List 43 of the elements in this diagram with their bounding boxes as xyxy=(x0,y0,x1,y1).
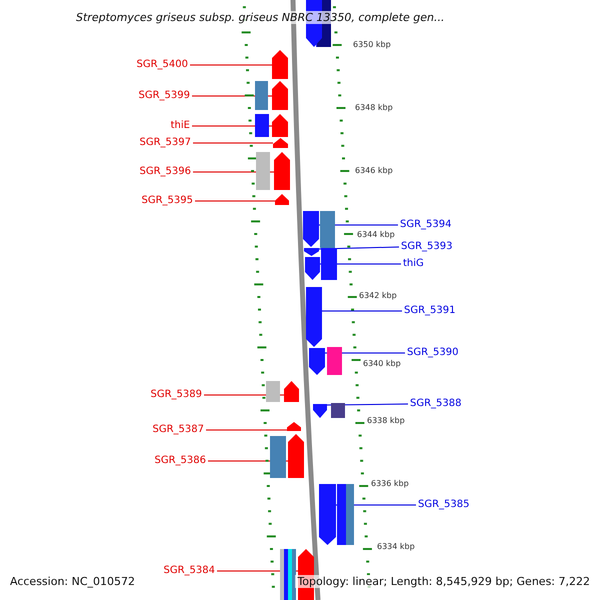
gene-label: SGR_5395 xyxy=(142,196,193,206)
gene-label: SGR_5388 xyxy=(410,399,462,409)
gene-symbol xyxy=(275,194,289,205)
gene-symbol xyxy=(272,50,288,79)
summary-text: Topology: linear; Length: 8,545,929 bp; Genes: 7,222 xyxy=(295,575,592,588)
gene-symbol xyxy=(288,434,304,478)
gene-symbol xyxy=(309,348,325,375)
gene-symbol xyxy=(319,484,336,545)
tick-label: 6346 kbp xyxy=(355,167,393,175)
gene-label: SGR_5389 xyxy=(150,390,202,400)
gene-label: SGR_5400 xyxy=(136,60,188,70)
gene-label: thiG xyxy=(403,259,424,269)
tick-label: 6340 kbp xyxy=(363,360,401,368)
tick-label: 6342 kbp xyxy=(359,292,397,300)
tick-label: 6336 kbp xyxy=(371,480,409,488)
leader-line xyxy=(194,200,276,202)
gene-symbol xyxy=(274,152,290,190)
gene-label: SGR_5391 xyxy=(404,306,456,316)
gene-label: SGR_5386 xyxy=(154,456,206,466)
gene-label: SGR_5385 xyxy=(418,500,470,510)
gene-symbol xyxy=(284,381,299,402)
gene-label: thiE xyxy=(170,121,190,131)
gene-symbol xyxy=(272,81,288,110)
gene-label: SGR_5390 xyxy=(407,348,458,358)
leader-line xyxy=(322,310,402,312)
tick-label: 6334 kbp xyxy=(377,543,415,551)
gene-label: SGR_5394 xyxy=(400,220,452,230)
tick-label: 6338 kbp xyxy=(367,417,405,425)
tick-label: 6350 kbp xyxy=(353,41,391,49)
gene-label: SGR_5387 xyxy=(152,425,204,435)
tick-label: 6344 kbp xyxy=(357,231,395,239)
gene-label: SGR_5393 xyxy=(401,242,452,252)
gene-label: SGR_5396 xyxy=(140,167,191,177)
gene-label: SGR_5397 xyxy=(140,138,191,148)
gene-symbol xyxy=(313,404,327,418)
tick-label: 6348 kbp xyxy=(355,104,393,112)
leader-line xyxy=(204,394,284,396)
leader-line xyxy=(192,142,274,144)
gene-label: SGR_5384 xyxy=(164,566,215,576)
leader-line xyxy=(326,404,408,406)
gene-symbol xyxy=(287,422,301,431)
leader-line xyxy=(190,64,272,66)
gene-label: SGR_5399 xyxy=(138,91,190,101)
